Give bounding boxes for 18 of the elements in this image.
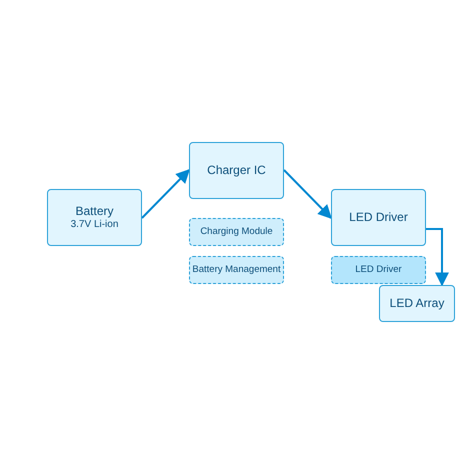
module-box [189, 256, 284, 284]
arrow [426, 228, 449, 286]
component-box [331, 189, 426, 246]
box-subtitle: 3.7V Li-ion [70, 218, 118, 232]
arrow [141, 169, 190, 219]
box-title: Charging Module [200, 226, 273, 238]
component-box [189, 142, 284, 199]
component-box [379, 285, 455, 322]
module-box [189, 218, 284, 246]
box-title: Charger IC [207, 163, 266, 178]
arrow [283, 169, 332, 219]
box-title: Battery [75, 204, 114, 219]
module-box [331, 256, 426, 284]
box-title: LED Driver [355, 264, 402, 276]
box-title: LED Array [390, 296, 444, 311]
box-title: LED Driver [349, 210, 408, 225]
component-box [47, 189, 142, 246]
box-title: Battery Management [192, 264, 281, 276]
